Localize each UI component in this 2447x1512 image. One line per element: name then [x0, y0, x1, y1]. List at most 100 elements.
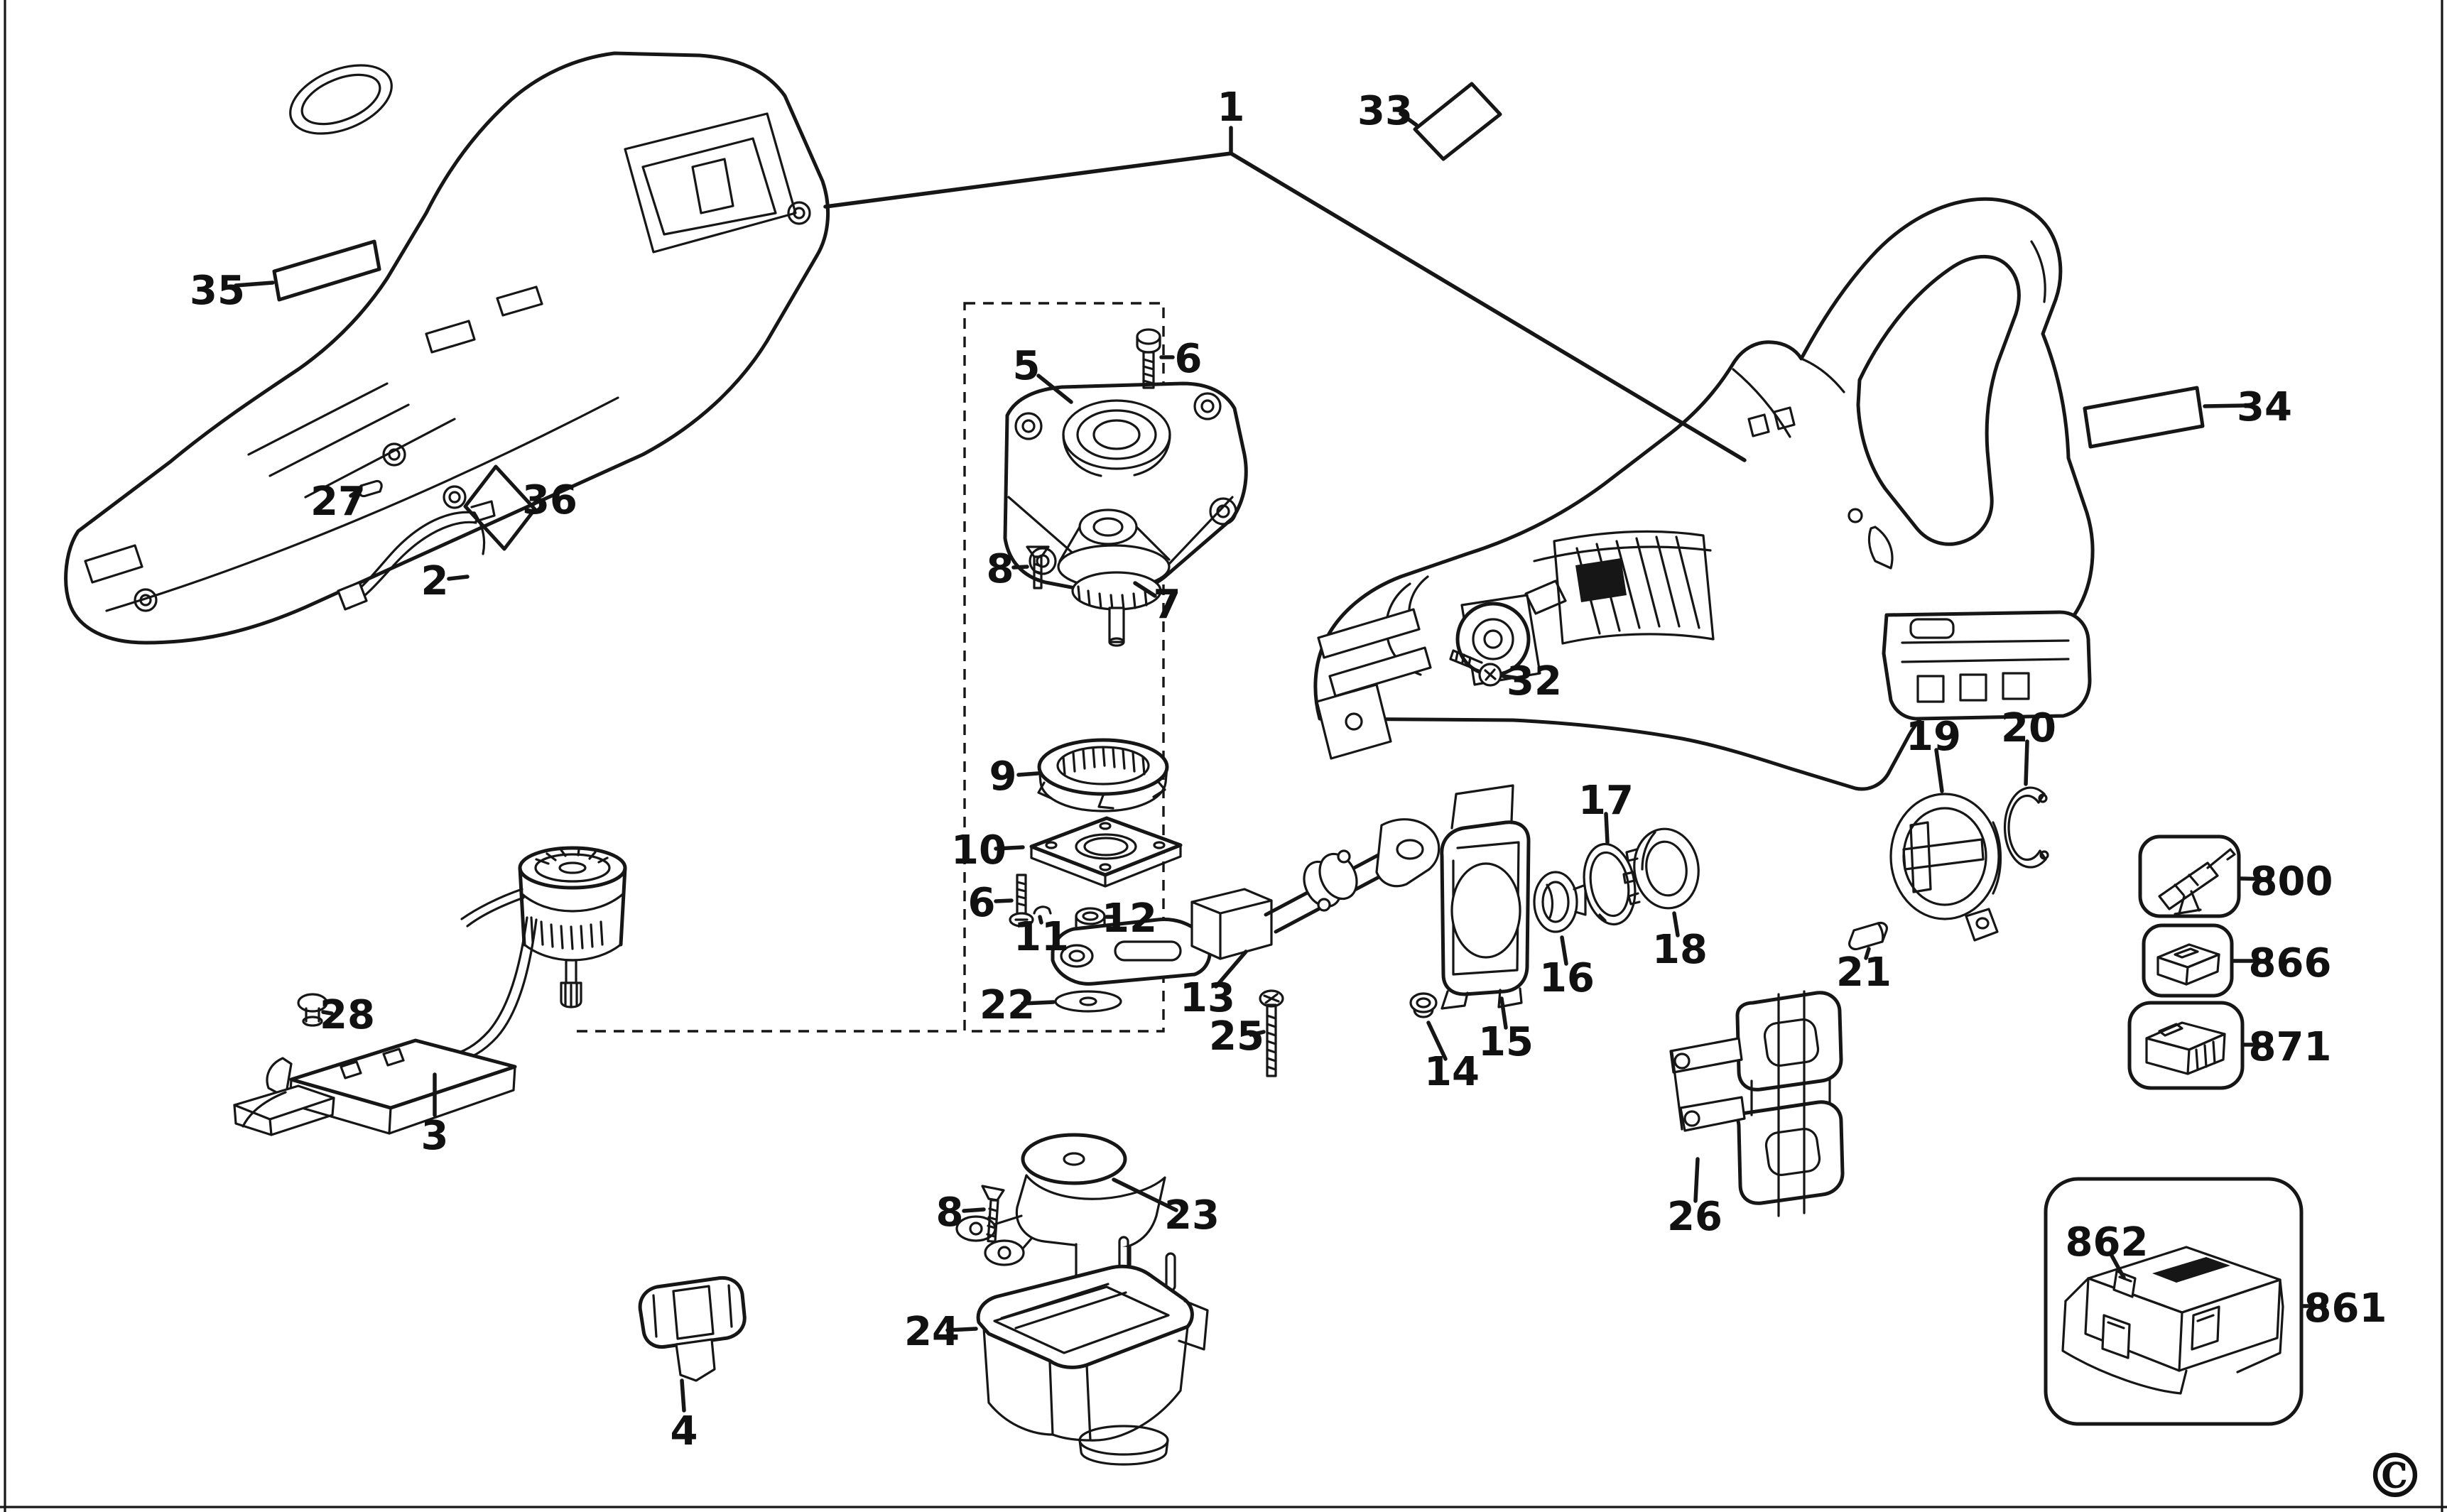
part-10-bearing-plate	[1029, 816, 1183, 888]
part-label-sticker-35	[272, 239, 381, 302]
part-label-sticker-36	[463, 464, 537, 551]
callout-2: 2	[421, 558, 449, 604]
callout-861: 861	[2304, 1285, 2387, 1332]
callout-15: 15	[1478, 1019, 1534, 1065]
part-19-front-cap	[1889, 793, 2002, 942]
callout-leader-18	[1672, 911, 1680, 937]
part-28-plug	[297, 993, 328, 1027]
callout-862: 862	[2066, 1219, 2149, 1266]
callout-1: 1	[1217, 85, 1245, 131]
part-861-kitbox	[2044, 1177, 2304, 1426]
callout-leader-21	[1864, 947, 1871, 960]
callout-leader-35	[234, 281, 275, 288]
part-15-front-bracket	[1440, 784, 1531, 1010]
callout-8: 8	[936, 1190, 964, 1236]
callout-28: 28	[320, 992, 375, 1038]
callout-leader-11	[1038, 915, 1043, 925]
callout-24: 24	[904, 1309, 960, 1355]
copyright-symbol: ©	[2365, 1440, 2426, 1512]
callout-leader-4	[680, 1378, 686, 1413]
callout-34: 34	[2237, 384, 2292, 430]
callout-19: 19	[1906, 714, 1961, 760]
callout-9: 9	[989, 754, 1017, 800]
part-6-screw-upper	[1136, 328, 1161, 389]
callout-leader-26	[1693, 1157, 1700, 1203]
part-6-screw-lower	[1009, 874, 1034, 928]
part-24-gear-case-tub	[976, 1236, 1209, 1466]
part-11-retaining-clip	[1033, 905, 1052, 915]
part-assembled-saw-body	[1313, 197, 2095, 791]
part-8-screw-lower	[981, 1185, 1005, 1243]
callout-7: 7	[1154, 582, 1181, 628]
gearbox-assembly-dashed-box	[577, 302, 1165, 1033]
callout-leader-16	[1560, 935, 1568, 966]
part-9-ring-gear	[1037, 738, 1169, 812]
callout-33: 33	[1357, 88, 1413, 134]
callout-4: 4	[671, 1408, 698, 1454]
callout-leader-25	[1249, 1030, 1266, 1037]
callout-17: 17	[1578, 778, 1634, 824]
part-800-blade-accessory-box	[2138, 834, 2241, 918]
callout-leader-17	[1604, 812, 1610, 844]
callout-5: 5	[1013, 343, 1041, 389]
part-25-screw-long	[1259, 989, 1284, 1077]
part-5-gear-housing	[1003, 381, 1248, 596]
part-20-circlip	[2003, 786, 2049, 869]
callout-22: 22	[980, 982, 1035, 1028]
part-26-shoe	[1669, 990, 1845, 1217]
callout-20: 20	[2001, 705, 2056, 751]
callout-leader-27	[349, 487, 362, 498]
callout-leader-24	[945, 1327, 978, 1332]
callout-14: 14	[1424, 1049, 1480, 1095]
callout-866: 866	[2249, 940, 2332, 986]
callout-13: 13	[1180, 975, 1235, 1021]
callout-871: 871	[2249, 1024, 2332, 1070]
callout-leader-14	[1426, 1021, 1448, 1061]
callout-leader-33	[1399, 112, 1418, 127]
callout-leader-28	[321, 1010, 334, 1016]
callout-3: 3	[421, 1113, 449, 1159]
part-label-sticker-33	[1413, 82, 1502, 161]
part-13-plunger-crank	[1051, 818, 1440, 986]
part-14-grommet	[1409, 992, 1438, 1018]
part-866-charger-box	[2142, 923, 2234, 998]
part-16-bearing-half	[1533, 871, 1587, 933]
callout-leader-5	[1036, 374, 1073, 404]
callout-25: 25	[1209, 1013, 1264, 1060]
callout-leader-36	[529, 499, 539, 508]
callout-leader-9	[1016, 771, 1040, 777]
callout-leader-13	[1214, 950, 1248, 989]
callout-leader-22	[1021, 1000, 1056, 1006]
callout-35: 35	[190, 268, 245, 314]
part-7-clutch-gear	[1057, 508, 1171, 647]
part-2-wire-harness	[337, 500, 496, 611]
callout-leader-15	[1499, 996, 1508, 1030]
part-23-counterweight	[955, 1133, 1166, 1298]
part-862-kitbox-latch	[2112, 1270, 2137, 1298]
part-4-lock-button	[638, 1276, 747, 1382]
part-21-pin	[1848, 921, 1888, 951]
callout-leader-23	[1112, 1177, 1178, 1212]
callout-18: 18	[1652, 927, 1708, 973]
callout-leader-2	[447, 575, 470, 581]
callout-10: 10	[951, 827, 1007, 874]
part-label-sticker-34	[2083, 386, 2205, 449]
part-22-washer	[1054, 990, 1122, 1013]
callout-leader-10	[994, 845, 1025, 851]
part-17-ring	[1583, 842, 1637, 926]
part-27-pin	[358, 479, 383, 498]
callout-leader-862	[2110, 1253, 2126, 1280]
callout-11: 11	[1014, 914, 1069, 960]
callout-leader-1	[1229, 151, 1747, 462]
callout-6: 6	[968, 880, 996, 926]
part-18-sleeve	[1622, 827, 1700, 910]
part-8-screw-upper	[1026, 545, 1050, 589]
part-871-battery-box	[2127, 1001, 2245, 1090]
callout-leader-20	[2024, 739, 2029, 786]
callout-32: 32	[1507, 658, 1562, 705]
part-12-bushing	[1075, 907, 1106, 935]
